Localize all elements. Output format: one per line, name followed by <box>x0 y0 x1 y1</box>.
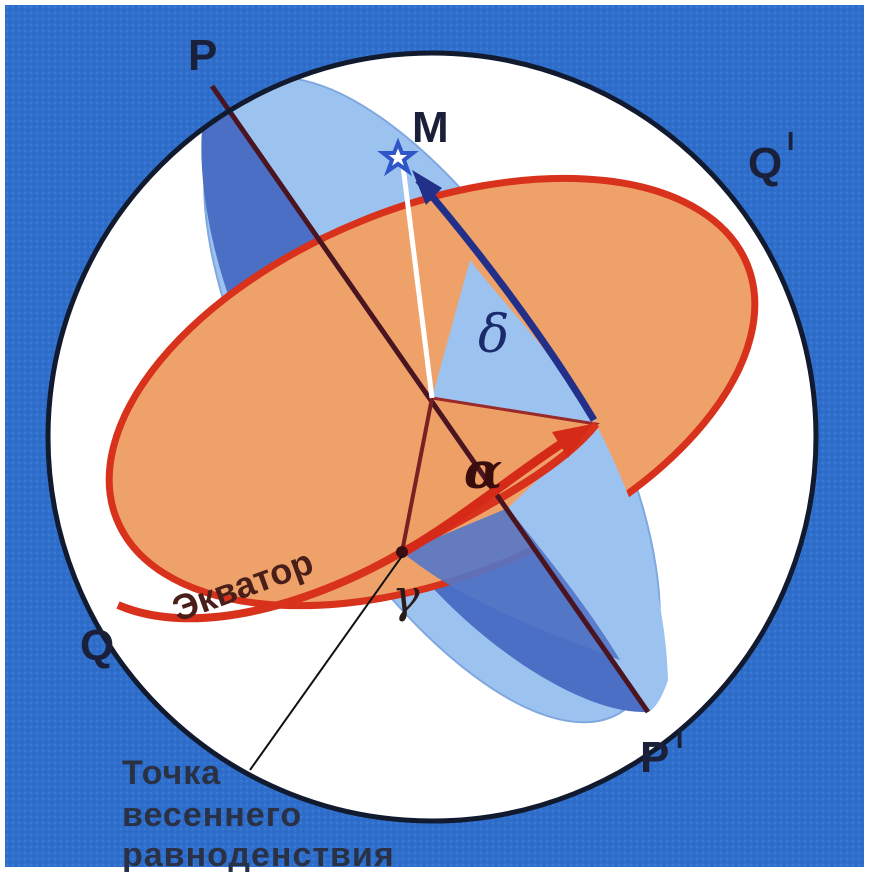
label-m: M <box>412 103 449 152</box>
hour-circle-front-dark <box>402 508 620 660</box>
center-to-star-line <box>399 157 435 399</box>
label-p-prime-mark: I <box>676 724 683 754</box>
sphere-outline <box>45 50 819 824</box>
caption-line-1: Точка <box>122 754 221 792</box>
label-p: P <box>188 31 217 80</box>
label-right-ascension: α <box>464 441 502 500</box>
declination-arrow <box>415 177 598 422</box>
caption-line-3: равноденствия <box>122 836 395 872</box>
label-q: Q <box>80 621 114 670</box>
label-q-prime: Q <box>748 139 782 188</box>
vernal-point-dot <box>396 546 408 558</box>
label-p-prime: P <box>640 733 669 782</box>
center-to-vernal-line <box>400 397 434 553</box>
ascension-arrowhead <box>552 424 592 458</box>
label-declination: δ <box>478 305 509 365</box>
declination-arrowhead <box>412 170 442 205</box>
caption-leader-line <box>249 555 403 771</box>
caption-line-2: весеннего <box>122 796 302 834</box>
ascension-arrow <box>401 434 573 556</box>
label-q-prime-mark: I <box>787 126 794 156</box>
hour-circle-front-upper <box>432 260 596 424</box>
hour-circle-front-lower <box>508 424 668 712</box>
label-vernal-symbol: γ <box>392 569 420 623</box>
star-m-marker <box>377 137 419 177</box>
